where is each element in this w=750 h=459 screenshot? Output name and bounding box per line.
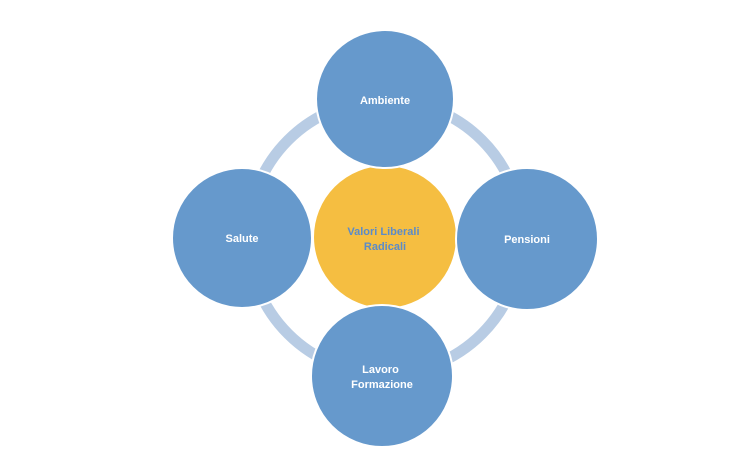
node-label-salute: Salute (225, 233, 258, 245)
node-circle-ambiente (315, 29, 455, 169)
node-label-pensioni-line-1: Pensioni (504, 234, 550, 246)
node-salute: Salute (171, 167, 313, 309)
node-label-ambiente: Ambiente (360, 95, 410, 107)
node-circle-lavoro-formazione (310, 304, 454, 448)
node-label-salute-line-1: Salute (225, 233, 258, 245)
node-pensioni: Pensioni (455, 167, 599, 311)
node-label-formazione-line-2: Formazione (351, 379, 413, 391)
node-label-pensioni: Pensioni (504, 234, 550, 246)
node-circle-pensioni (455, 167, 599, 311)
node-circle-salute (171, 167, 313, 309)
node-lavoro-formazione: Lavoro Formazione (310, 304, 454, 448)
center-label-line-2: Radicali (364, 241, 406, 253)
center-node: Valori Liberali Radicali (312, 164, 458, 310)
center-label-line-1: Valori Liberali (347, 226, 419, 238)
node-ambiente: Ambiente (315, 29, 455, 169)
node-label-lavoro-formazione: Lavoro Formazione (351, 364, 413, 391)
node-label-ambiente-line-1: Ambiente (360, 95, 410, 107)
node-label-lavoro-line-1: Lavoro (362, 364, 399, 376)
center-label: Valori Liberali Radicali (347, 226, 422, 253)
